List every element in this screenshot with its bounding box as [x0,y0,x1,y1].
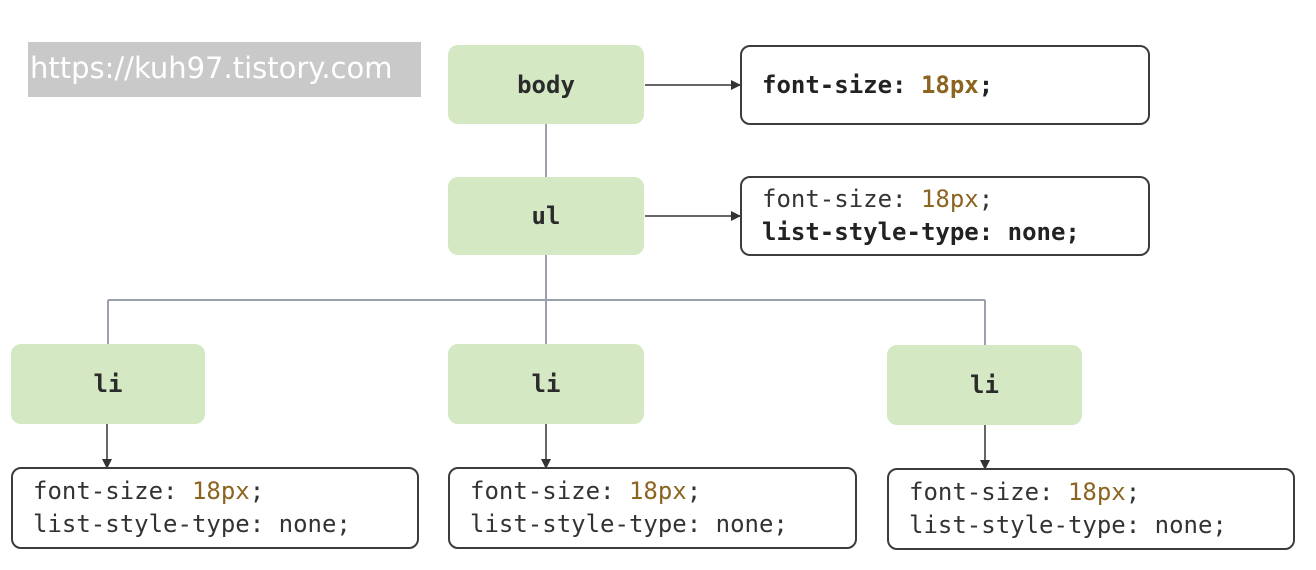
value-text: 18px [1067,478,1126,506]
style-line: font-size: 18px; [762,69,1148,102]
style-box-li-1: font-size: 18px; list-style-type: none; [11,467,419,549]
style-box-ul: font-size: 18px; list-style-type: none; [740,176,1150,256]
watermark-url: https://kuh97.tistory.com [28,42,421,97]
property-text: font-size: [909,478,1068,506]
style-box-li-3: font-size: 18px; list-style-type: none; [887,468,1295,550]
style-line: list-style-type: none; [470,510,788,538]
style-box-body: font-size: 18px; [740,45,1150,125]
property-text: font-size: [762,70,921,99]
style-line: list-style-type: none; [762,218,1080,246]
property-text: font-size: [33,477,192,505]
value-text: 18px [628,477,687,505]
value-text: 18px [191,477,250,505]
value-text: 18px [920,185,979,213]
semicolon-text: ; [249,477,265,505]
style-line: font-size: 18px; [33,475,417,508]
style-line: list-style-type: none; [909,511,1227,539]
property-text: font-size: [470,477,629,505]
semicolon-text: ; [978,185,994,213]
style-line: list-style-type: none; [33,510,351,538]
style-line: font-size: 18px; [762,183,1148,216]
node-li-1: li [11,344,205,424]
style-box-li-2: font-size: 18px; list-style-type: none; [448,467,857,549]
node-body: body [448,45,644,124]
style-line: font-size: 18px; [909,476,1293,509]
style-line: font-size: 18px; [470,475,855,508]
semicolon-text: ; [978,70,994,99]
value-text: 18px [920,70,979,99]
semicolon-text: ; [1125,478,1141,506]
semicolon-text: ; [686,477,702,505]
node-li-2: li [448,344,644,424]
node-li-3: li [887,345,1082,425]
node-ul: ul [448,177,644,255]
property-text: font-size: [762,185,921,213]
